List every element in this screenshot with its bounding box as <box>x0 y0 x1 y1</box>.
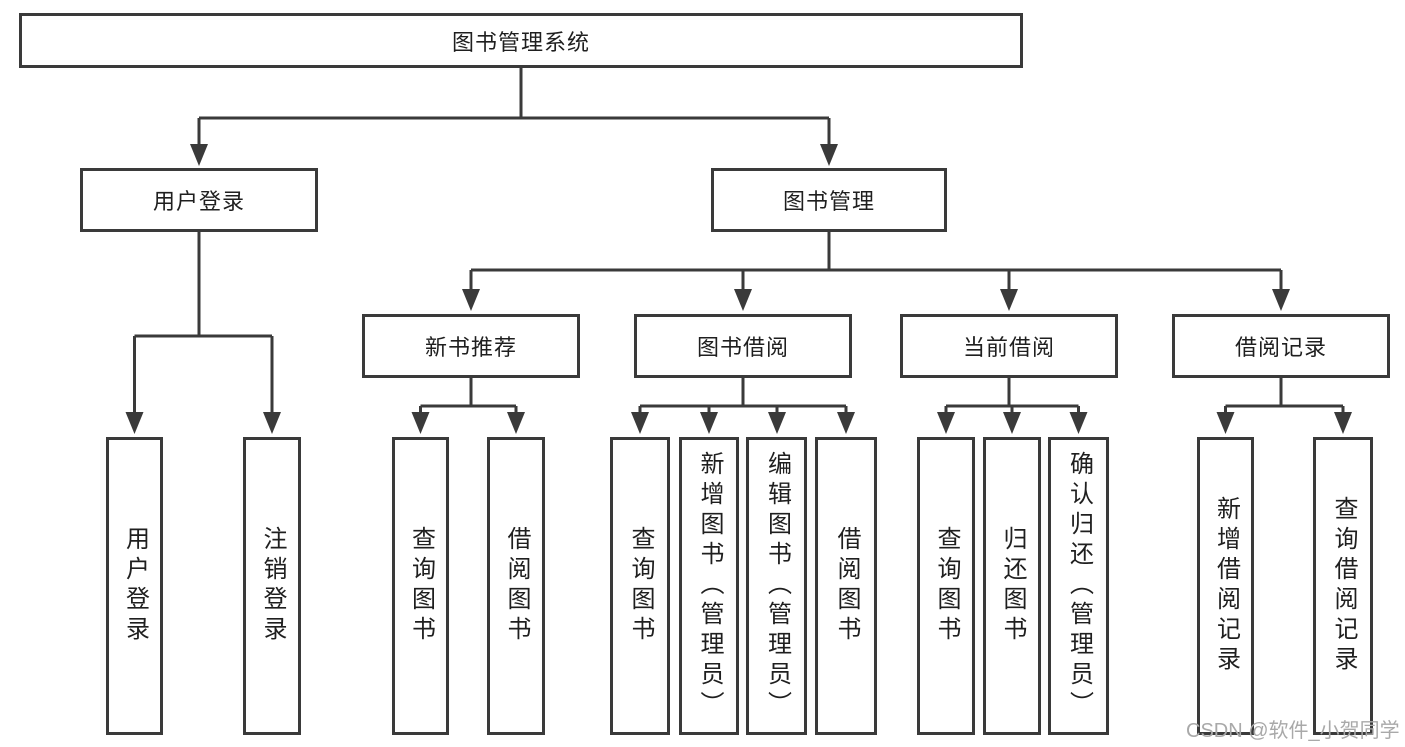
leaf-add-borrow-record: 新增借阅记录 <box>1197 437 1254 735</box>
leaf-borrow-books-recommend: 借阅图书 <box>487 437 545 735</box>
connector-current-borrow-to-leaves <box>937 378 1088 434</box>
leaf-query-books-current: 查询图书 <box>917 437 975 735</box>
connector-root-to-level2 <box>190 68 838 166</box>
node-current-borrow: 当前借阅 <box>900 314 1118 378</box>
leaf-label: 注销登录 <box>259 526 286 646</box>
leaf-return-books: 归还图书 <box>983 437 1041 735</box>
leaf-label: 归还图书 <box>999 526 1026 646</box>
leaf-label: 借阅图书 <box>833 526 860 646</box>
leaf-label: 新增借阅记录 <box>1212 496 1240 676</box>
leaf-label: 用户登录 <box>121 526 149 646</box>
leaf-label: 查询图书 <box>933 526 960 646</box>
node-book-borrow: 图书借阅 <box>634 314 852 378</box>
leaf-label: 查询图书 <box>407 526 435 646</box>
leaf-query-borrow-record: 查询借阅记录 <box>1313 437 1373 735</box>
leaf-user-login: 用户登录 <box>106 437 163 735</box>
leaf-borrow-books: 借阅图书 <box>815 437 877 735</box>
node-new-book-recommend: 新书推荐 <box>362 314 580 378</box>
node-user-login: 用户登录 <box>80 168 318 232</box>
node-root-system: 图书管理系统 <box>19 13 1023 68</box>
leaf-add-books-admin: 新增图书（管理员） <box>679 437 739 735</box>
leaf-label: 借阅图书 <box>503 526 530 646</box>
leaf-edit-books-admin: 编辑图书（管理员） <box>746 437 807 735</box>
connector-user-login-to-leaves <box>125 232 281 434</box>
leaf-label: 查询借阅记录 <box>1330 496 1357 676</box>
leaf-label: 确认归还（管理员） <box>1065 451 1093 721</box>
node-borrow-records: 借阅记录 <box>1172 314 1390 378</box>
leaf-logout: 注销登录 <box>243 437 301 735</box>
leaf-label: 查询图书 <box>627 526 654 646</box>
connector-book-management-to-level3 <box>462 232 1290 311</box>
csdn-watermark: CSDN @软件_小贺同学 <box>1186 720 1400 742</box>
leaf-query-books-borrow: 查询图书 <box>610 437 670 735</box>
leaf-confirm-return-admin: 确认归还（管理员） <box>1048 437 1109 735</box>
connector-new-book-recommend-to-leaves <box>411 378 525 434</box>
node-book-management: 图书管理 <box>711 168 947 232</box>
leaf-label: 新增图书（管理员） <box>696 451 723 721</box>
leaf-label: 编辑图书（管理员） <box>763 451 791 721</box>
connector-borrow-records-to-leaves <box>1216 378 1352 434</box>
connector-book-borrow-to-leaves <box>631 378 855 434</box>
leaf-query-books-recommend: 查询图书 <box>392 437 449 735</box>
